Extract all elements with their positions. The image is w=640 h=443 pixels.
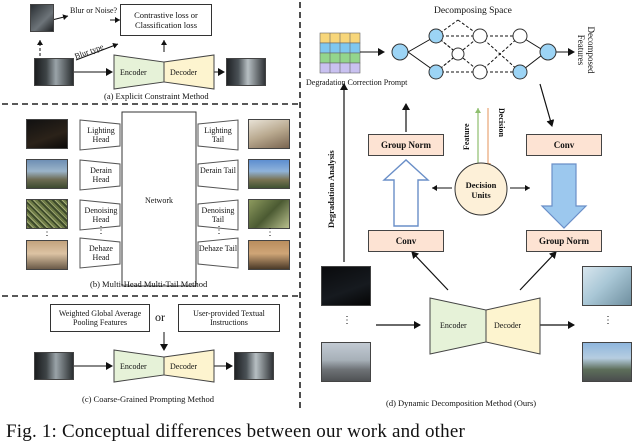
a-output-image xyxy=(226,58,266,86)
b-head-4: Dehaze Head xyxy=(89,244,113,262)
d-feature-label: Feature xyxy=(462,123,471,150)
d-encoder-label: Encoder xyxy=(440,321,467,330)
b-network-box xyxy=(121,111,197,287)
d-decoder-shape xyxy=(485,297,541,355)
network-nodes xyxy=(391,28,557,80)
a-loss-box: Contrastive loss or Classification loss xyxy=(120,4,212,36)
b-dots-heads: ⋮ xyxy=(96,225,106,236)
figure-caption: Fig. 1: Conceptual differences between o… xyxy=(6,421,465,442)
d-input-road xyxy=(321,342,371,382)
c-decoder-shape xyxy=(163,349,215,383)
b-head-2: Derain Head xyxy=(90,166,112,184)
b-tail-1: Lighting Tail xyxy=(204,126,232,144)
d-group-norm-right: Group Norm xyxy=(526,230,602,252)
b-network-label: Network xyxy=(145,196,173,205)
d-output-room xyxy=(582,266,632,306)
d-decision-units-label: Decision Units xyxy=(465,180,497,200)
b-tail-2: Derain Tail xyxy=(200,166,236,175)
b-output-haze xyxy=(248,240,290,270)
b-input-noise xyxy=(26,199,68,229)
c-output-image xyxy=(234,352,274,380)
d-decoder-label: Decoder xyxy=(494,321,522,330)
d-output-road xyxy=(582,342,632,382)
b-dots-tails: ⋮ xyxy=(214,225,224,236)
b-dots-left: ⋮ xyxy=(42,227,52,238)
b-caption: (b) Multi-Head Multi-Tail Method xyxy=(90,279,208,289)
d-conv-right: Conv xyxy=(526,134,602,156)
d-group-norm-left: Group Norm xyxy=(368,134,444,156)
d-dots-input: ⋮ xyxy=(342,315,352,326)
d-decomposed-features-label: Decomposed Features xyxy=(576,26,596,74)
a-decoder-label: Decoder xyxy=(170,68,198,77)
b-head-1: Lighting Head xyxy=(87,126,115,144)
d-conv-left: Conv xyxy=(368,230,444,252)
d-input-lowlight xyxy=(321,266,371,306)
a-blur-noise-question: Blur or Noise? xyxy=(70,6,118,15)
decomposing-network xyxy=(407,19,547,73)
b-input-haze xyxy=(26,240,68,270)
prompt-grid xyxy=(319,32,361,74)
a-input-image xyxy=(34,58,74,86)
b-tail-4: Dehaze Tail xyxy=(198,244,238,253)
down-hollow-arrow xyxy=(540,163,588,229)
b-input-rain xyxy=(26,159,68,189)
a-encoder-label: Encoder xyxy=(120,68,147,77)
c-decoder-label: Decoder xyxy=(170,362,198,371)
b-tail-3: Denoising Tail xyxy=(201,206,235,224)
d-decomposing-space-label: Decomposing Space xyxy=(434,6,512,16)
d-degradation-analysis-label: Degradation Analysis xyxy=(326,150,336,228)
c-instruction-box: User-provided Textual Instructions xyxy=(178,304,280,332)
a-decoder-shape xyxy=(163,54,215,90)
b-dots-right: ⋮ xyxy=(265,227,275,238)
c-encoder-label: Encoder xyxy=(120,362,147,371)
a-caption: (a) Explicit Constraint Method xyxy=(104,91,209,101)
a-input-thumb-top xyxy=(30,4,54,32)
d-caption: (d) Dynamic Decomposition Method (Ours) xyxy=(386,398,537,408)
c-pooling-box: Weighted Global Average Pooling Features xyxy=(50,304,150,332)
decision-units-shape xyxy=(454,162,508,216)
d-decision-label: Decision xyxy=(497,108,506,137)
c-or-label: or xyxy=(155,310,165,324)
c-caption: (c) Coarse-Grained Prompting Method xyxy=(82,394,214,404)
c-input-image xyxy=(34,352,74,380)
b-output-rain xyxy=(248,159,290,189)
d-prompt-label: Degradation Correction Prompt xyxy=(306,78,408,87)
up-hollow-arrow xyxy=(382,159,430,227)
b-input-lowlight xyxy=(26,119,68,149)
b-output-lowlight xyxy=(248,119,290,149)
d-dots-output: ⋮ xyxy=(603,315,613,326)
b-head-3: Denoising Head xyxy=(84,206,118,224)
b-output-noise xyxy=(248,199,290,229)
